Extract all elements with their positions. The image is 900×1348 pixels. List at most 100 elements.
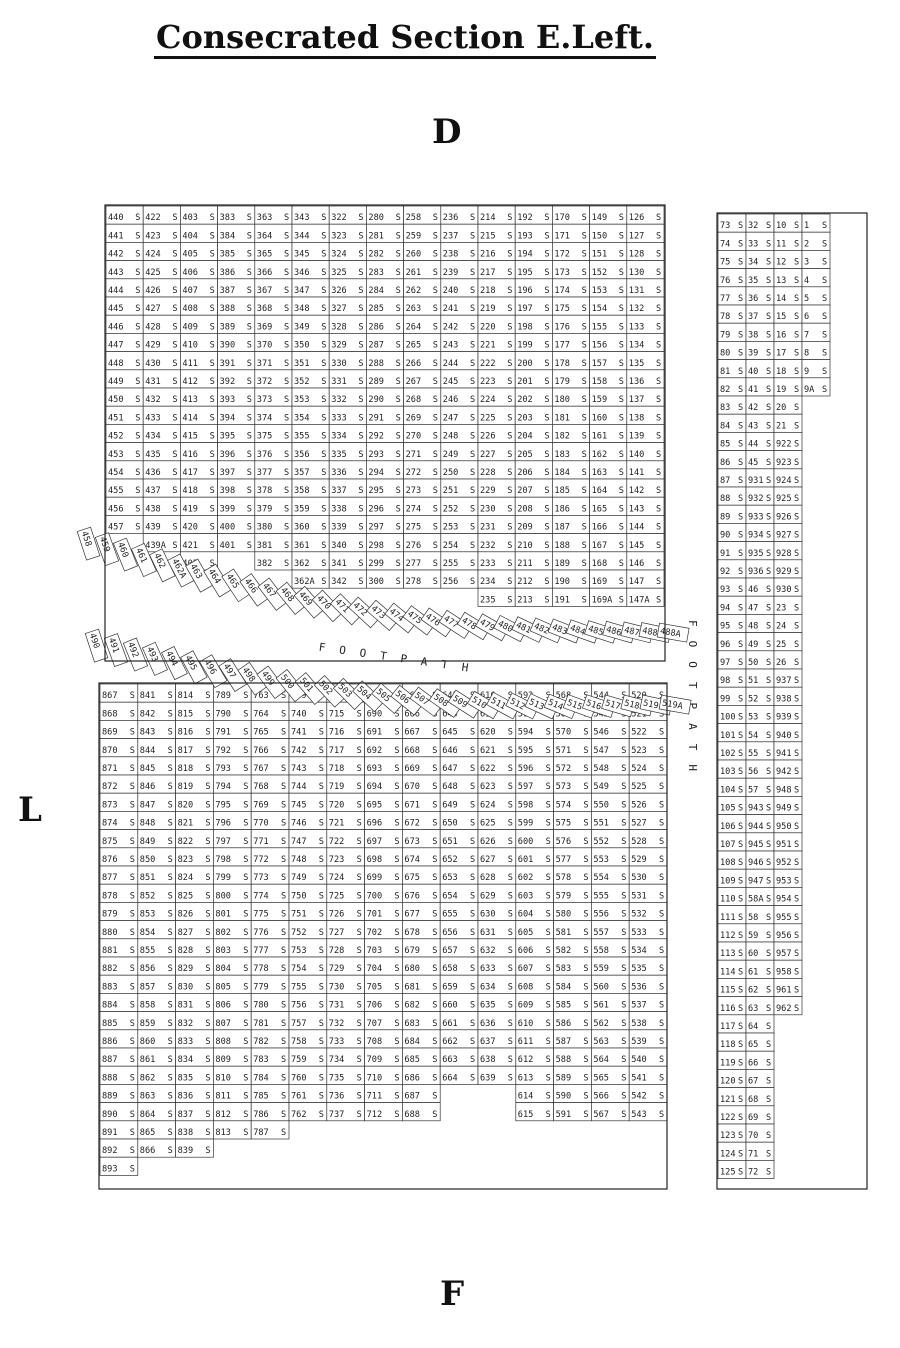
bottom-block-plot-871-s-mark: S [130,764,135,774]
bottom-block-plot-669-s-mark: S [432,764,437,774]
top-block-plot-429-number: 429 [145,341,161,351]
top-block-plot-135-number: 135 [629,359,645,369]
bottom-block-plot-753-number: 753 [291,946,307,956]
top-block-plot-389-s-mark: S [247,322,252,332]
bottom-block-plot-792-s-mark: S [243,746,248,756]
right-strip-plot-956-s-mark: S [794,931,799,941]
right-strip-plot-930-number: 930 [776,585,792,595]
bottom-block-plot-712-s-mark: S [394,1110,399,1120]
bottom-block-plot-890-s-mark: S [130,1110,135,1120]
bottom-block-plot-810-s-mark: S [243,1073,248,1083]
bottom-block-plot-562-number: 562 [593,1019,609,1029]
top-block-plot-332-s-mark: S [358,395,363,405]
top-block-plot-134-s-mark: S [656,341,661,351]
top-block-plot-344-number: 344 [294,231,310,241]
right-strip-plot-59-s-mark: S [766,931,771,941]
top-block-plot-216-s-mark: S [507,250,512,260]
right-strip-plot-10-s-mark: S [794,221,799,231]
right-strip-plot-76-number: 76 [720,276,730,286]
bottom-block-plot-653-s-mark: S [470,873,475,883]
right-strip-plot-9-s-mark: S [822,367,827,377]
top-block-plot-243-s-mark: S [470,341,475,351]
top-block-plot-255-number: 255 [443,559,459,569]
bottom-block-plot-633-s-mark: S [508,964,513,974]
bottom-block-plot-750-s-mark: S [319,891,324,901]
top-block-plot-329-s-mark: S [358,341,363,351]
bottom-block-plot-885-s-mark: S [130,1019,135,1029]
right-strip-plot-961-number: 961 [776,986,792,996]
bottom-block-plot-731-s-mark: S [357,1001,362,1011]
right-strip-plot-8-number: 8 [804,349,809,359]
top-block-plot-149-s-mark: S [619,213,624,223]
bottom-block-plot-835-number: 835 [178,1073,194,1083]
right-strip-plot-100-number: 100 [720,713,736,723]
bottom-block-plot-876-number: 876 [102,855,118,865]
bottom-block-plot-870-number: 870 [102,746,118,756]
top-block-plot-349-s-mark: S [321,322,326,332]
top-block-plot-353-s-mark: S [321,395,326,405]
top-block-plot-420-s-mark: S [210,523,215,533]
bottom-block-plot-806-s-mark: S [243,1001,248,1011]
top-block-plot-370-s-mark: S [284,341,289,351]
top-block-plot-136-number: 136 [629,377,645,387]
top-block-plot-444-number: 444 [108,286,124,296]
top-block-plot-418-s-mark: S [210,486,215,496]
top-block-plot-366-s-mark: S [284,268,289,278]
top-block-plot-266-number: 266 [406,359,422,369]
top-block-plot-386-s-mark: S [247,268,252,278]
right-strip-plot-124-s-mark: S [738,1149,743,1159]
top-block-plot-376-s-mark: S [284,450,289,460]
bottom-block-plot-637-s-mark: S [508,1037,513,1047]
bottom-block-plot-845-s-mark: S [168,764,173,774]
right-strip-plot-43-s-mark: S [766,421,771,431]
bottom-block-plot-565-number: 565 [593,1073,609,1083]
top-block-plot-425-number: 425 [145,268,161,278]
bottom-block-plot-774-s-mark: S [281,891,286,901]
top-block-plot-280-number: 280 [368,213,384,223]
bottom-block-plot-710-number: 710 [367,1073,383,1083]
right-strip-plot-38-s-mark: S [766,330,771,340]
bottom-block-plot-523-number: 523 [631,746,647,756]
top-block-plot-146-number: 146 [629,559,645,569]
top-block-plot-283-s-mark: S [396,268,401,278]
bottom-block-plot-598-number: 598 [518,800,534,810]
top-block-plot-178-number: 178 [554,359,570,369]
bottom-block-plot-657-s-mark: S [470,946,475,956]
right-strip-plot-947-s-mark: S [766,876,771,886]
top-block-plot-286-number: 286 [368,322,384,332]
top-block-plot-199-s-mark: S [544,341,549,351]
